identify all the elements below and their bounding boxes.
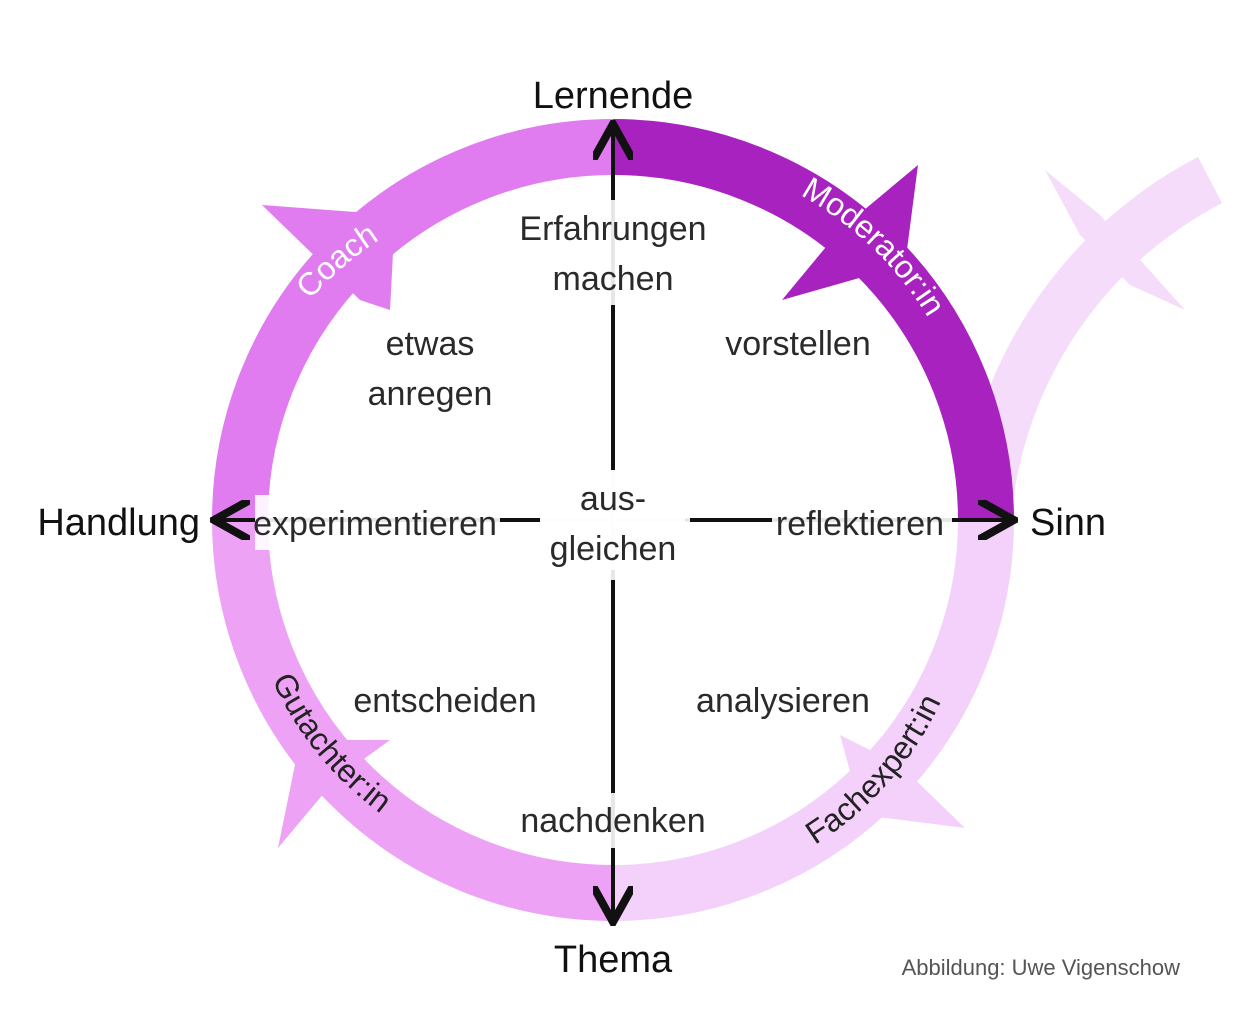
role-moderator: Moderator:in	[797, 170, 953, 322]
activity-top-left-line1: etwas	[386, 325, 475, 363]
activity-bottom-right: analysieren	[696, 682, 870, 720]
activity-top-line1: Erfahrungen	[519, 210, 706, 248]
coach-arrowhead	[262, 205, 395, 310]
label-backgrounds	[255, 200, 952, 848]
activity-top-right: vorstellen	[725, 325, 871, 363]
pole-left-label: Handlung	[37, 502, 200, 544]
gutachter-arrowhead	[278, 740, 390, 848]
next-cycle-arc	[959, 156, 1223, 523]
activity-bottom: nachdenken	[520, 802, 705, 840]
activity-center-line2: gleichen	[550, 530, 677, 568]
activity-top-left-line2: anregen	[368, 375, 493, 413]
activity-bottom-left: entscheiden	[353, 682, 536, 720]
moderator-arrowhead	[782, 165, 918, 300]
activity-left: experimentieren	[253, 505, 497, 543]
cycle-ring	[212, 119, 1014, 921]
credit-text: Abbildung: Uwe Vigenschow	[902, 955, 1181, 980]
pole-right-label: Sinn	[1030, 502, 1106, 544]
ring-quadrant-bottom-left	[212, 519, 614, 921]
activity-center-line1: aus-	[580, 480, 646, 518]
activity-top-line2: machen	[553, 260, 674, 298]
pole-top-label: Lernende	[533, 75, 694, 117]
pole-bottom-label: Thema	[554, 939, 673, 981]
activity-right: reflektieren	[776, 505, 944, 543]
fachexpert-arrowhead	[840, 735, 965, 828]
